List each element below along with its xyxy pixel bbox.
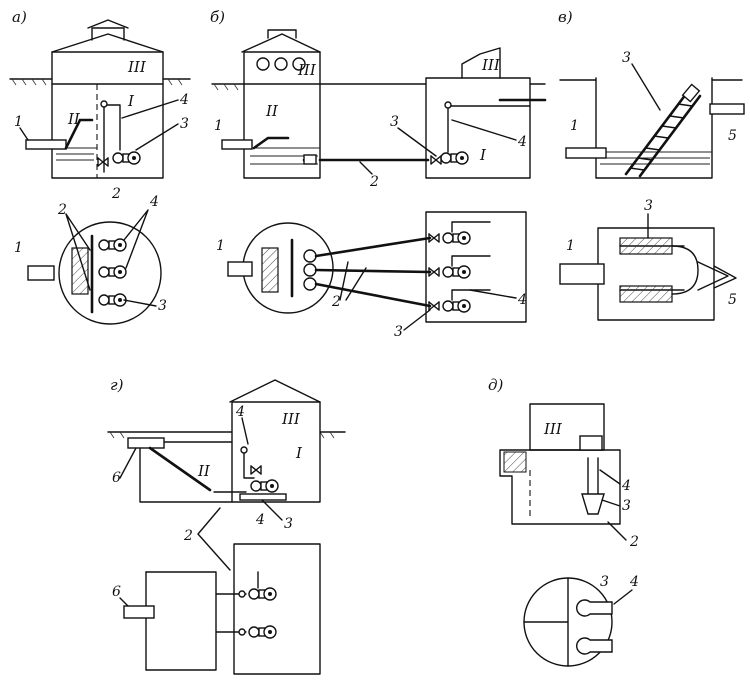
label-room-III: III	[543, 420, 563, 438]
label-3: 3	[622, 50, 631, 66]
valve	[97, 157, 109, 167]
label-2-plan: 2	[57, 202, 67, 218]
building	[51, 51, 164, 179]
panel-d: д) III 4 3 2 3 4	[488, 376, 639, 667]
pump-plan-1	[248, 587, 277, 601]
outlet-trough	[709, 103, 745, 115]
band-screen	[624, 92, 702, 178]
label-room-III: III	[297, 61, 317, 79]
inlet-pipe	[565, 147, 607, 159]
label-3-plan: 3	[600, 574, 609, 590]
label-1-plan: 1	[216, 238, 225, 254]
label-4: 4	[179, 92, 189, 108]
label-4: 4	[235, 404, 245, 420]
label-room-I: I	[479, 146, 487, 164]
label-1-plan: 1	[566, 238, 575, 254]
panel-g-label: г)	[110, 376, 124, 394]
pump-plan-2	[248, 625, 277, 639]
water	[53, 147, 97, 161]
pump-chamber	[499, 449, 621, 525]
building-right-plan	[425, 211, 527, 323]
plan-circle	[58, 221, 162, 325]
panel-a: а) 1 II I III 4 3 2	[9, 8, 191, 325]
label-5: 5	[728, 128, 737, 144]
label-1: 1	[14, 114, 23, 130]
label-1: 1	[570, 118, 579, 134]
pump-plan-2	[98, 265, 127, 279]
roof	[241, 33, 321, 53]
label-3: 3	[390, 114, 399, 130]
label-4-plan: 4	[517, 292, 527, 308]
suction-pipes-plan	[314, 236, 432, 308]
label-3: 3	[284, 516, 293, 532]
label-3-plan: 3	[394, 324, 403, 340]
label-room-III: III	[127, 58, 147, 76]
panel-v-label: в)	[558, 8, 573, 26]
pump	[112, 151, 141, 165]
roof	[51, 33, 164, 53]
label-room-I: I	[295, 444, 303, 462]
building-plan	[233, 543, 321, 675]
label-1: 1	[214, 118, 223, 134]
label-4-plan: 4	[629, 574, 639, 590]
label-6-plan: 6	[112, 584, 121, 600]
label-4b: 4	[255, 512, 265, 528]
label-room-III-right: III	[481, 56, 501, 74]
panel-b-label: б)	[210, 8, 225, 26]
building-right	[425, 77, 531, 179]
panel-g: г) III I II 6 4 2 4 3 6	[107, 376, 346, 675]
pump	[250, 479, 279, 493]
panel-d-label: д)	[488, 376, 504, 394]
label-2: 2	[183, 528, 193, 544]
pump	[440, 151, 469, 165]
label-2: 2	[369, 174, 379, 190]
label-room-II: II	[265, 102, 279, 120]
label-4-plan: 4	[149, 194, 159, 210]
inlet-pipe-plan	[27, 265, 55, 281]
label-3-plan: 3	[644, 198, 653, 214]
label-2-plan: 2	[331, 294, 341, 310]
label-room-II: II	[197, 462, 211, 480]
label-3-plan: 3	[158, 298, 167, 314]
label-3: 3	[622, 498, 631, 514]
label-2: 2	[629, 534, 639, 550]
inlet-pipe	[25, 139, 67, 150]
panel-a-label: а)	[12, 8, 27, 26]
label-room-II: II	[67, 110, 81, 128]
building-left	[243, 51, 321, 179]
label-5-plan: 5	[728, 292, 737, 308]
label-4: 4	[517, 134, 527, 150]
label-4: 4	[621, 478, 631, 494]
label-room-III: III	[281, 410, 301, 428]
pump-plan-2	[576, 637, 613, 655]
plan-circle	[242, 222, 334, 314]
panel-v: в) 1 3 5 1 3 5	[558, 8, 745, 321]
label-6: 6	[112, 470, 121, 486]
label-1-plan: 1	[14, 240, 23, 256]
pump-plan-1	[98, 238, 127, 252]
screen	[64, 118, 94, 150]
pump-plan-3	[98, 293, 127, 307]
screen-plan-2	[619, 285, 673, 303]
building	[231, 401, 321, 503]
chamber	[595, 77, 713, 179]
pump-plan-1	[576, 599, 613, 617]
roof	[229, 379, 321, 403]
screen-plan	[71, 247, 89, 295]
label-3: 3	[180, 116, 189, 132]
panel-b: б) II III 1 2 III I 3 4	[210, 8, 547, 340]
label-room-I: I	[127, 92, 135, 110]
label-2: 2	[111, 186, 121, 202]
screen-plan-1	[619, 237, 673, 255]
